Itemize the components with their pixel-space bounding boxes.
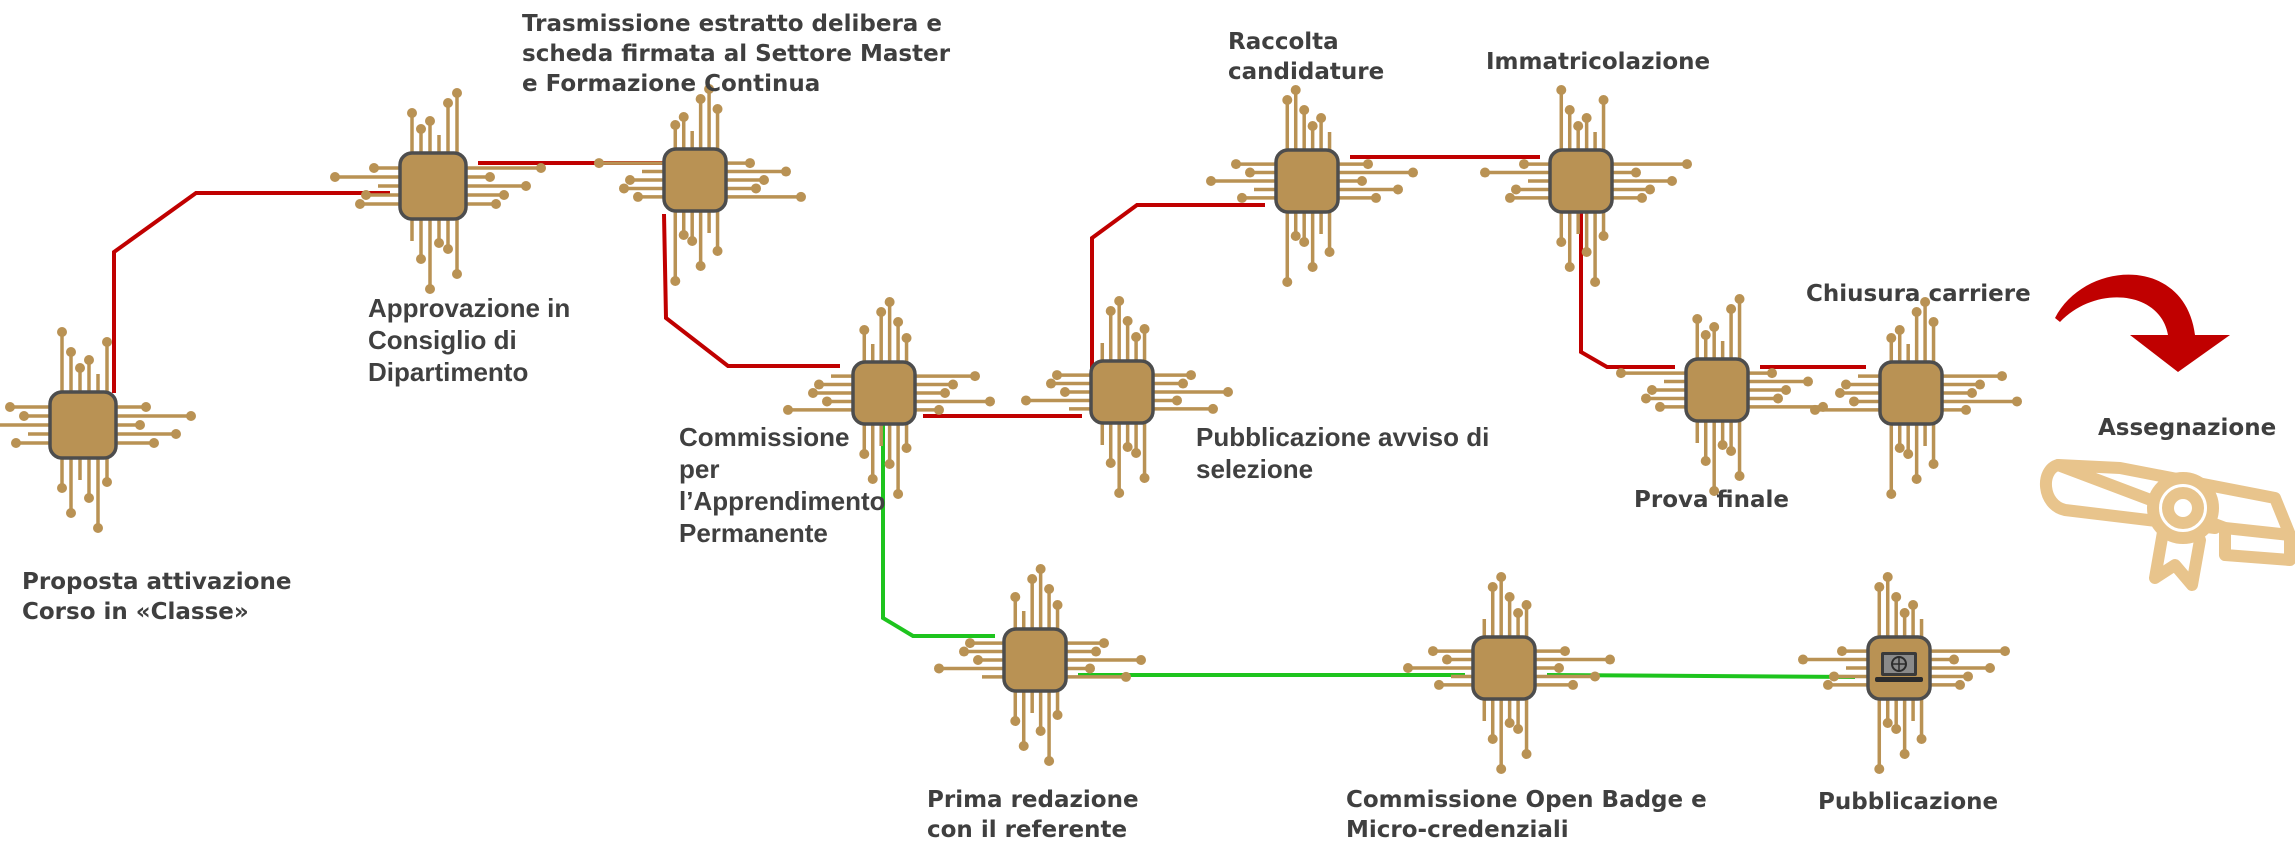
chip-prova-finale	[1616, 294, 1828, 496]
chip-raccolta	[1206, 85, 1418, 287]
chip-proposta	[0, 327, 196, 533]
chip-approvazione	[330, 88, 546, 294]
connector-proposta-approvazione	[112, 191, 390, 393]
chip-immatricolazione	[1480, 85, 1692, 287]
chip-pubblicazione	[1798, 572, 2010, 774]
label-pubblicazione: Pubblicazione	[1818, 789, 1999, 815]
curved-arrow-icon	[2055, 274, 2230, 372]
connector-trasmissione-commissione	[662, 213, 840, 368]
label-assegnazione: Assegnazione	[2098, 415, 2277, 441]
chip-trasmissione	[594, 84, 806, 286]
diploma-icon	[2039, 459, 2295, 591]
chip-open-badge	[1403, 572, 1615, 774]
chip-pubblicazione-avviso	[1021, 296, 1233, 498]
label-prova-finale: Prova finale	[1634, 487, 1789, 513]
chip-prima-redazione	[934, 564, 1146, 766]
label-chiusura-carriere: Chiusura carriere	[1806, 281, 2031, 307]
chip-chiusura-carriere	[1810, 297, 2022, 499]
chip-commissione-apprendimento	[783, 297, 995, 499]
connector-immatricolazione-prova	[1579, 210, 1675, 369]
laptop-icon	[1875, 652, 1923, 682]
connector-commissione-prima-redazione	[881, 420, 995, 638]
connector-pubblicazione-raccolta	[1090, 203, 1265, 370]
label-immatricolazione: Immatricolazione	[1486, 49, 1711, 75]
